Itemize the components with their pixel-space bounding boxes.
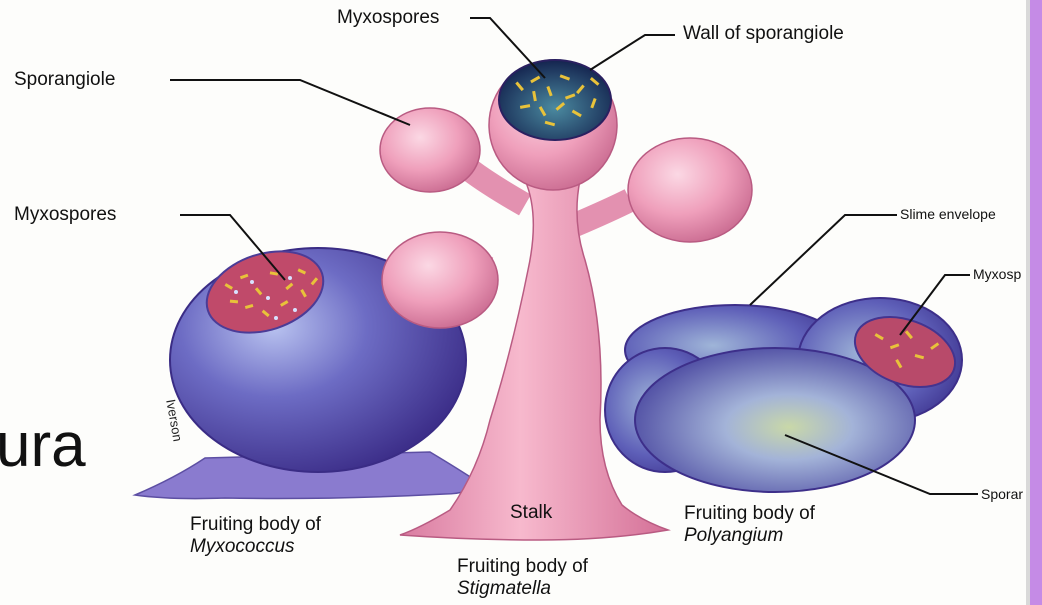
caption-myxococcus: Fruiting body of Myxococcus [190,514,321,558]
caption-stigmatella: Fruiting body of Stigmatella [457,556,588,600]
caption-myxococcus-line2: Myxococcus [190,536,321,558]
leader-sporangiole [170,80,410,125]
label-myxospores-left: Myxospores [14,204,116,226]
caption-polyangium-line1: Fruiting body of [684,503,815,525]
partial-text-left: ura [0,410,86,481]
sporangiole-lower-left [382,232,498,328]
caption-polyangium: Fruiting body of Polyangium [684,503,815,547]
leader-slime-envelope [750,215,897,305]
label-myxospores-top: Myxospores [337,7,439,29]
label-sporan-right: Sporar [981,486,1023,502]
stigmatella-right-arm [575,200,630,225]
label-slime-envelope: Slime envelope [900,206,996,222]
caption-myxococcus-line1: Fruiting body of [190,514,321,536]
caption-stigmatella-line2: Stigmatella [457,578,588,600]
leader-wall-of-sporangiole [590,35,675,70]
sporangiole-upper-left [380,108,480,192]
label-myxosp-right: Myxosp [973,266,1021,282]
caption-polyangium-line2: Polyangium [684,525,815,547]
sporangiole-right [628,138,752,242]
caption-stigmatella-line1: Fruiting body of [457,556,588,578]
label-stalk: Stalk [510,502,552,524]
page-edge-purple [1030,0,1042,605]
label-sporangiole: Sporangiole [14,69,115,91]
label-wall-of-sporangiole: Wall of sporangiole [683,23,844,45]
